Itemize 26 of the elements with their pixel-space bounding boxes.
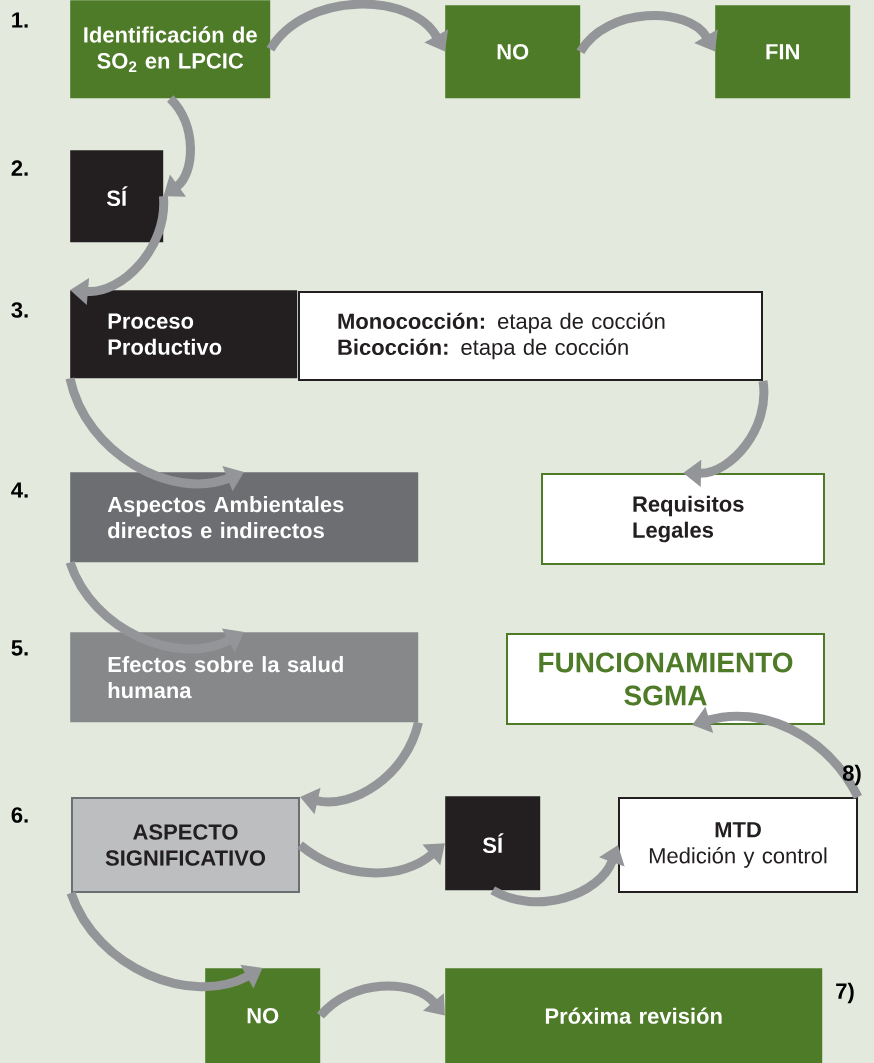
process-box: FIN bbox=[715, 5, 851, 99]
step-number: 3. bbox=[11, 302, 28, 318]
process-box: Monococción: etapa de cocción Bicocción: etapa de cocción bbox=[298, 291, 763, 381]
curved-arrow bbox=[297, 841, 445, 878]
curved-arrow bbox=[317, 981, 445, 1019]
step-number: 6. bbox=[11, 807, 28, 823]
step-number: 4. bbox=[11, 482, 28, 498]
process-box: Identificación de SO$_{2}$ en LPCIC bbox=[70, 0, 271, 99]
process-box: Requisitos Legales bbox=[541, 473, 825, 565]
process-box: Aspectos Ambientales directos e indirectos bbox=[70, 472, 419, 563]
process-box: ASPECTO SIGNIFICATIVO bbox=[71, 797, 300, 893]
process-box: SÍ bbox=[70, 150, 164, 243]
step-number: 1. bbox=[12, 12, 28, 28]
step-number: 2. bbox=[11, 160, 28, 176]
process-box: SÍ bbox=[445, 796, 541, 891]
process-box: Efectos sobre la salud humana bbox=[70, 632, 419, 723]
process-box: NO bbox=[445, 5, 581, 99]
process-box: MTD Medición y control bbox=[618, 797, 858, 893]
process-box: Próxima revisión bbox=[445, 968, 823, 1063]
process-box: Proceso Productivo bbox=[70, 290, 298, 379]
step-number: 8) bbox=[842, 764, 861, 786]
step-number: 5. bbox=[11, 640, 28, 656]
process-box: NO bbox=[205, 968, 321, 1063]
curved-arrow bbox=[576, 11, 718, 55]
process-box: FUNCIONAMIENTO SGMA bbox=[506, 633, 825, 725]
curved-arrow bbox=[266, 0, 449, 52]
